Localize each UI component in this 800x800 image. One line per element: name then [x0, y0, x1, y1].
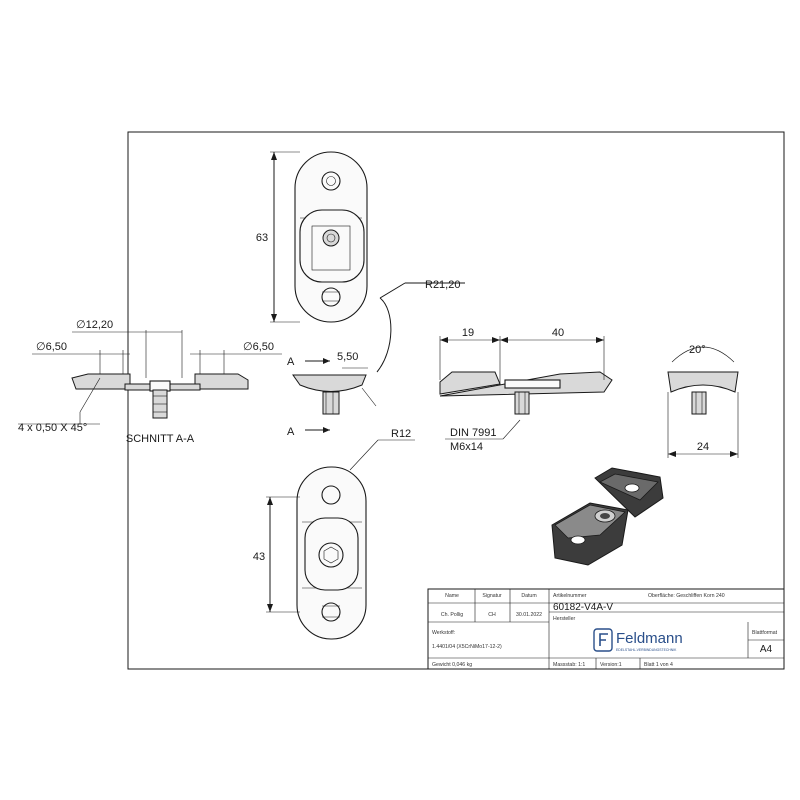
dim-dia-6-50-left: ∅6,50	[36, 341, 67, 353]
dim-43: 43	[253, 551, 265, 563]
section-marker-a-bottom: A	[287, 426, 295, 438]
tb-article-label: Artikelnummer	[553, 593, 587, 599]
section-marker-a-top: A	[287, 356, 295, 368]
bottom-view: 43 R12	[253, 428, 415, 640]
section-view: ∅12,20 ∅6,50 ∅6,50 4 x 0,50 X 45° SCHNIT…	[18, 319, 282, 445]
screw-standard: DIN 7991	[450, 427, 496, 439]
dim-r12: R12	[391, 428, 411, 440]
isometric-view	[551, 467, 664, 566]
dim-24: 24	[697, 441, 709, 453]
front-view: 19 40 DIN 7991 M6x14	[439, 327, 613, 453]
tb-head-date: Datum	[521, 593, 536, 599]
end-view: 20° 24	[667, 344, 739, 458]
section-label: SCHNITT A-A	[126, 433, 195, 445]
tb-head-signature: Signatur	[482, 593, 502, 599]
sheet-frame	[127, 131, 785, 670]
feldmann-logo: Feldmann EDELSTAHL-VERBINDUNGSTECHNIK	[593, 628, 683, 652]
brand-tagline: EDELSTAHL-VERBINDUNGSTECHNIK	[616, 648, 677, 652]
dim-chamfer: 4 x 0,50 X 45°	[18, 422, 87, 434]
brand-name: Feldmann	[616, 630, 683, 647]
tb-date: 30.01.2022	[516, 612, 542, 618]
side-view: A A 5,50	[287, 351, 377, 438]
tb-name: Ch. Pollig	[441, 612, 463, 618]
tb-sheet: Blatt 1 von 4	[644, 662, 673, 668]
tb-format-label: Blattformat	[752, 630, 778, 636]
dim-dia-12-20: ∅12,20	[76, 319, 113, 331]
dim-r21-label: R21,20	[425, 279, 460, 291]
tb-weight: Gewicht 0,046 kg	[432, 662, 472, 668]
radius-leader: R21,20	[376, 279, 465, 373]
dim-63-label: 63	[256, 232, 268, 244]
tb-surface: Oberfläche: Geschliffen Korn 240	[648, 593, 725, 599]
tb-head-name: Name	[445, 593, 459, 599]
tb-article-number: 60182-V4A-V	[553, 602, 613, 613]
dim-19: 19	[462, 327, 474, 339]
top-view: 63	[256, 151, 368, 323]
tb-signature: CH	[488, 612, 496, 618]
title-block: Name Signatur Datum Ch. Pollig CH 30.01.…	[427, 588, 785, 670]
tb-format-value: A4	[760, 644, 773, 655]
tb-scale: Massstab: 1:1	[553, 662, 585, 668]
tb-manufacturer-label: Hersteller	[553, 616, 575, 622]
screw-size: M6x14	[450, 441, 483, 453]
dim-dia-6-50-right: ∅6,50	[243, 341, 274, 353]
dim-angle-20: 20°	[689, 344, 706, 356]
dim-40: 40	[552, 327, 564, 339]
tb-version: Version:1	[600, 662, 622, 668]
dim-5-50: 5,50	[337, 351, 358, 363]
tb-material-label: Werkstoff:	[432, 630, 455, 636]
tb-material-value: 1.4401/04 (X5CrNiMo17-12-2)	[432, 644, 502, 650]
